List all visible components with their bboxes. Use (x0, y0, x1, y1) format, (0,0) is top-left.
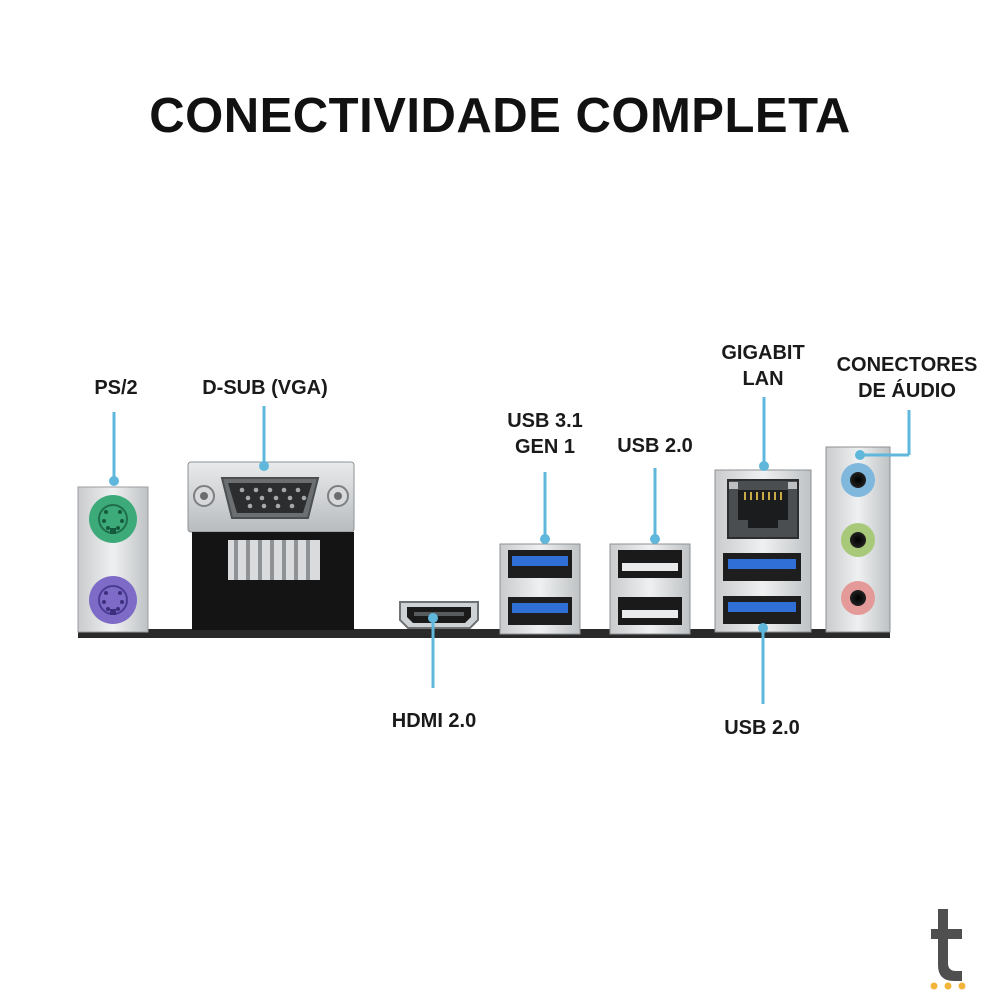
brand-logo-icon (930, 909, 966, 990)
label-usb20-top-text: USB 2.0 (617, 435, 693, 457)
leader-audio (855, 410, 911, 460)
motherboard-base (78, 629, 890, 638)
usb20-ports-top (609, 543, 691, 635)
label-gigabit-lan: GIGABIT LAN (707, 340, 819, 392)
leader-usb20-top (650, 468, 660, 544)
label-hdmi: HDMI 2.0 (374, 708, 494, 734)
leader-usb31 (540, 472, 550, 544)
usb31-gen1-ports (499, 543, 581, 635)
leader-dsub (259, 406, 269, 471)
page-title: CONECTIVIDADE COMPLETA (149, 89, 851, 143)
label-audio-line1: CONECTORES (836, 354, 978, 376)
label-ps2: PS/2 (80, 375, 152, 401)
label-usb20-bottom: USB 2.0 (707, 715, 817, 741)
ps2-port (77, 486, 149, 633)
lan-usb-combo (714, 469, 812, 633)
leader-usb20-bottom (758, 623, 768, 704)
label-usb31-line1: USB 3.1 (507, 410, 583, 432)
label-dsub-vga: D-SUB (VGA) (190, 375, 340, 401)
label-usb20-top: USB 2.0 (600, 433, 710, 459)
ps2-keyboard-socket (89, 576, 137, 624)
hdmi-port (399, 601, 479, 629)
label-ps2-text: PS/2 (94, 377, 138, 399)
dsub-vga-port (187, 461, 355, 630)
leader-hdmi (428, 613, 438, 688)
label-dsub-text: D-SUB (VGA) (202, 377, 328, 399)
ps2-mouse-socket (89, 495, 137, 543)
label-usb31-gen1: USB 3.1 GEN 1 (490, 408, 600, 460)
label-usb31-line2: GEN 1 (514, 436, 576, 458)
label-hdmi-text: HDMI 2.0 (391, 710, 477, 732)
label-gigabit-line2: LAN (742, 368, 784, 390)
label-gigabit-line1: GIGABIT (721, 342, 805, 364)
label-usb20-bottom-text: USB 2.0 (724, 717, 800, 739)
label-audio-connectors: CONECTORES DE ÁUDIO (826, 352, 988, 404)
leader-lines (109, 397, 911, 704)
leader-ps2 (109, 412, 119, 486)
leader-gigabit (759, 397, 769, 471)
label-audio-line2: DE ÁUDIO (858, 380, 956, 402)
audio-jacks (825, 446, 891, 633)
